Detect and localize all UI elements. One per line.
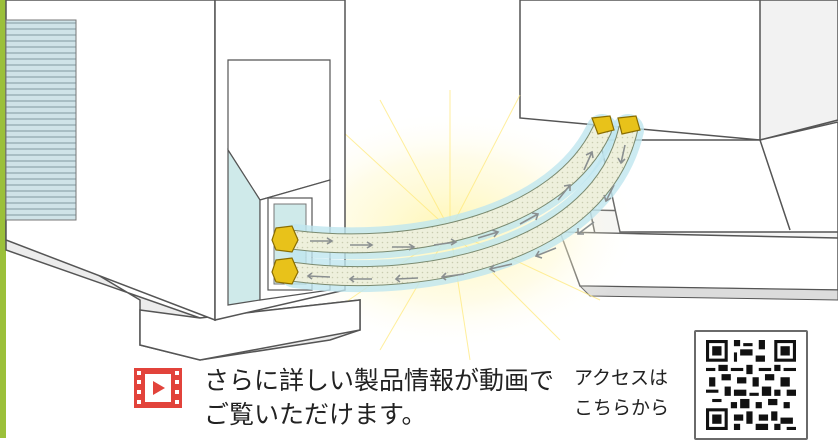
qr-code-icon [706, 340, 796, 430]
video-play-icon[interactable] [134, 368, 182, 408]
video-caption: さらに詳しい製品情報が動画で ご覧いただけます。 [204, 364, 554, 432]
left-accent-bar [0, 0, 6, 438]
access-note: アクセスは こちらから [574, 364, 669, 424]
access-note-line2: こちらから [574, 398, 670, 419]
video-caption-line2: ご覧いただけます。 [204, 401, 427, 429]
video-caption-line1: さらに詳しい製品情報が動画で [204, 367, 555, 395]
qr-code[interactable] [694, 330, 808, 440]
access-note-line1: アクセスは [574, 368, 669, 389]
hoses [271, 114, 644, 293]
video-promo[interactable]: さらに詳しい製品情報が動画で ご覧いただけます。 アクセスは こちらから [130, 330, 830, 440]
outdoor-unit [5, 0, 361, 361]
